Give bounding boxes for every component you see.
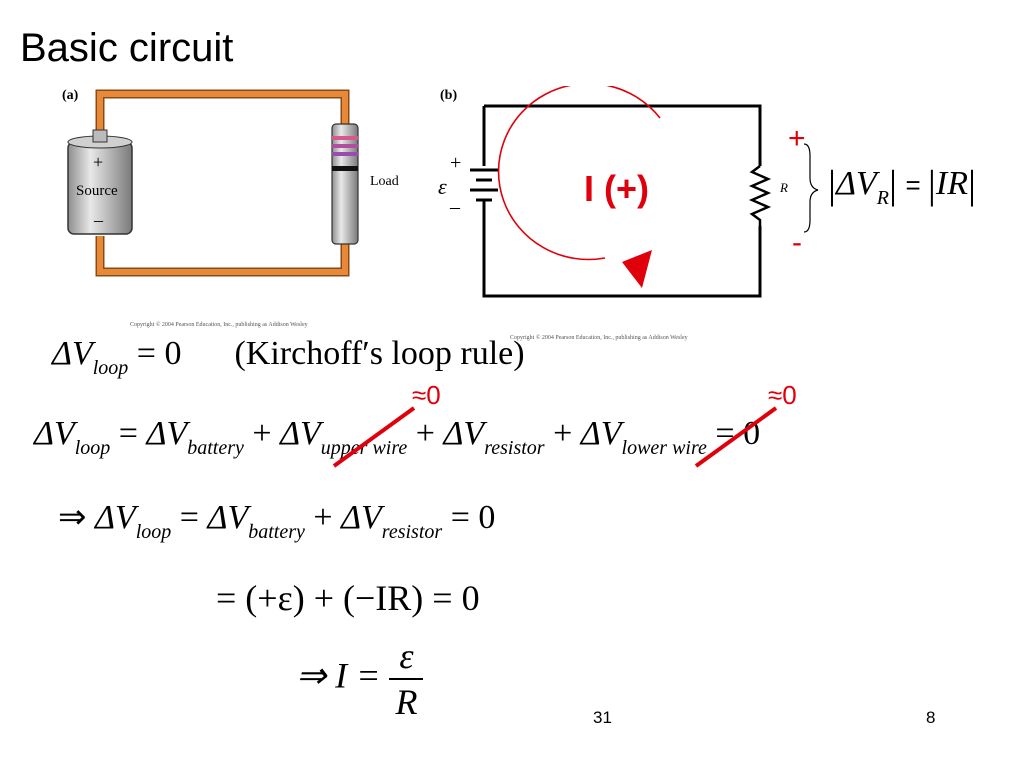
battery-plus: + — [450, 152, 462, 174]
strike-upper-wire — [332, 406, 416, 468]
eq3-term1: ΔV — [95, 499, 136, 536]
resistor-plus-sign: + — [788, 122, 806, 155]
top-wire-fill — [97, 91, 348, 150]
eq2-term3: ΔV — [280, 415, 321, 452]
eq2-sub3: upper wire — [320, 437, 408, 459]
source-terminal — [92, 129, 108, 143]
eq3-sub2: battery — [248, 521, 305, 543]
load-band-1 — [332, 136, 358, 140]
eq2-sub4: resistor — [484, 437, 545, 459]
resistor-zigzag — [748, 165, 772, 226]
figure-b-label: (b) — [440, 88, 458, 103]
eq5-numerator: ε — [389, 636, 424, 680]
eq2-sub2: battery — [187, 437, 244, 459]
resistor-minus-sign: - — [792, 226, 802, 259]
current-loop-arc — [497, 82, 661, 261]
eq3-arrow: ⇒ — [58, 499, 87, 536]
delta-vr-rhs: IR — [935, 165, 969, 202]
figure-b-copyright: Copyright © 2004 Pearson Education, Inc.… — [510, 335, 688, 341]
eq5-fraction: ε R — [389, 636, 424, 722]
page-number: 8 — [926, 708, 936, 727]
approx-zero-lower-wire: ≈0 — [768, 380, 797, 410]
eq3-sub3: resistor — [381, 521, 443, 543]
equation-loop-rule: ΔVloop = 0 (Kirchoff′s loop rule) — [52, 334, 525, 378]
eq1-rhs: = 0 — [136, 335, 182, 372]
load-band-3 — [332, 152, 358, 156]
equation-substituted: = (+ε) + (−IR) = 0 — [216, 578, 480, 618]
equation-reduced-sum: ⇒ ΔVloop = ΔVbattery + ΔVresistor = 0 — [58, 499, 496, 543]
eq2-term2: ΔV — [146, 415, 188, 452]
figure-a-drawing — [67, 89, 359, 277]
equation-loop-sum: ΔVloop = ΔVbattery + ΔVupper wire + ΔVre… — [34, 414, 760, 458]
source-plus: + — [93, 152, 104, 172]
circuit-wires — [482, 104, 762, 298]
slide-title: Basic circuit — [20, 26, 234, 70]
figure-a-copyright: Copyright © 2004 Pearson Education, Inc.… — [130, 322, 308, 328]
resistor-brace — [803, 143, 819, 233]
eq3-term3: ΔV — [341, 499, 382, 536]
delta-vr-lhs: ΔV — [836, 165, 877, 202]
equation-current: ⇒ I = ε R — [296, 636, 424, 722]
eq2-term1: ΔV — [34, 415, 75, 452]
eq2-sub1: loop — [74, 437, 111, 459]
emf-symbol: ε — [438, 174, 447, 199]
eq1-sub: loop — [92, 357, 129, 379]
load-band-2 — [332, 144, 358, 148]
approx-zero-upper-wire: ≈0 — [412, 380, 441, 410]
footer-fragment: 31 — [593, 708, 612, 727]
load-label: Load — [370, 174, 399, 189]
source-minus: – — [94, 210, 103, 230]
eq1-lhs: ΔV — [52, 335, 93, 372]
eq3-sub1: loop — [135, 521, 172, 543]
figure-a: (a) + Source – Load Copyright © 2004 Pea… — [60, 86, 420, 336]
eq5-denominator: R — [395, 682, 418, 722]
eq3-end: = 0 — [450, 499, 496, 536]
strike-lower-wire — [694, 406, 778, 468]
eq2-sub5: lower wire — [621, 437, 707, 459]
eq1-note: (Kirchoff′s loop rule) — [234, 335, 525, 372]
eq2-term4: ΔV — [443, 415, 485, 452]
current-label: I (+) — [584, 168, 650, 209]
battery-minus: – — [450, 196, 460, 218]
current-arrowhead — [622, 250, 652, 288]
bottom-wire-fill — [97, 236, 348, 275]
eq2-term5: ΔV — [580, 415, 622, 452]
eq3-term2: ΔV — [207, 499, 249, 536]
resistor-label: R — [780, 180, 788, 195]
figure-b-drawing — [470, 82, 819, 298]
source-label: Source — [76, 183, 118, 199]
load-band-4 — [332, 166, 358, 171]
figure-a-label: (a) — [62, 88, 79, 103]
eq5-lhs: ⇒ I = — [296, 655, 381, 696]
delta-vr-equation: |ΔVR| = |IR| — [828, 162, 977, 209]
delta-vr-sub: R — [876, 187, 889, 209]
figure-b: (b) + ε – I (+) R + - |ΔVR| = |IR| Copyr… — [430, 82, 1020, 346]
